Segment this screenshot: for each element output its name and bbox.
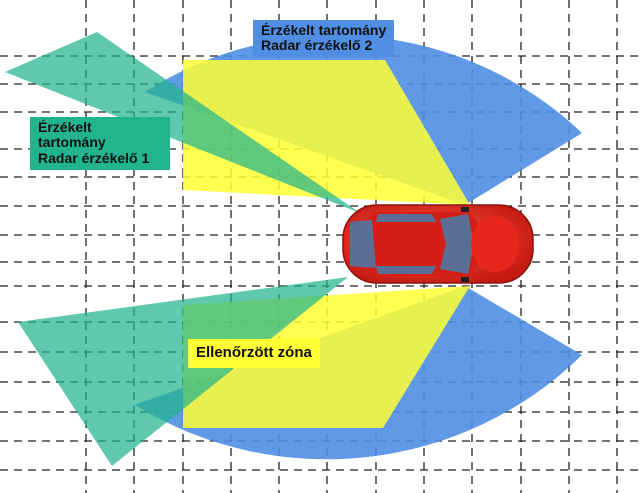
green-range-bottom xyxy=(18,277,348,466)
sensor2-label-line2: Radar érzékelő 2 xyxy=(261,37,373,54)
car-icon xyxy=(342,204,534,284)
sensor2-range-label: Érzékelt tartomány Radar érzékelő 2 xyxy=(253,20,395,57)
zone-label-text: Ellenőrzött zóna xyxy=(196,344,312,361)
green-range-top xyxy=(5,32,360,213)
monitored-zone-label: Ellenőrzött zóna xyxy=(188,339,320,368)
sensor1-label-line1: Érzékelt xyxy=(38,119,92,135)
sensor2-label-line1: Érzékelt tartomány xyxy=(261,22,387,38)
sensor1-range-label: Érzékelt tartomány Radar érzékelő 1 xyxy=(30,117,170,171)
sensor1-label-line3: Radar érzékelő 1 xyxy=(38,149,150,166)
sensor1-label-line2: tartomány xyxy=(38,134,106,151)
